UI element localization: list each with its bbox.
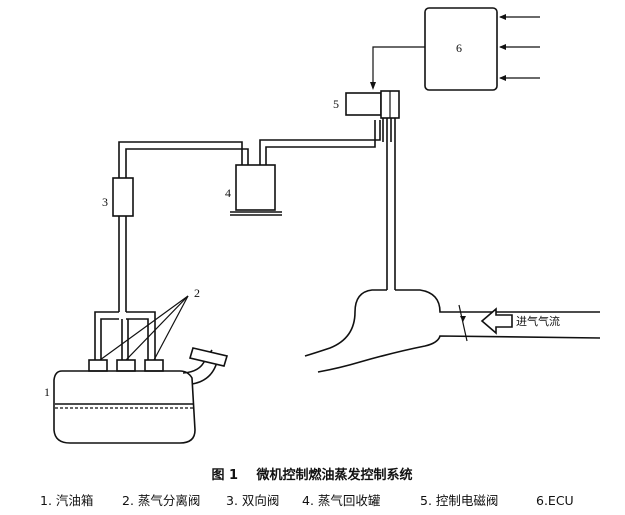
legend-item-1: 1. 汽油箱 <box>40 493 93 508</box>
legend-item-5: 5. 控制电磁阀 <box>420 493 498 508</box>
two-way-valve-number: 3 <box>102 195 108 209</box>
intake-flow-label: 进气气流 <box>516 314 560 328</box>
legend-item-4: 4. 蒸气回收罐 <box>302 493 381 508</box>
separator-number: 2 <box>194 286 200 300</box>
intake-flow-arrow <box>480 307 513 335</box>
fuel-tank <box>53 347 229 444</box>
legend: 1. 汽油箱 2. 蒸气分离阀 3. 双向阀 4. 蒸气回收罐 5. 控制电磁阀… <box>40 493 574 508</box>
separator-pipes <box>94 216 156 362</box>
ecu-number: 6 <box>456 41 462 55</box>
two-way-valve <box>112 177 134 217</box>
canister-number: 4 <box>225 186 231 200</box>
ecu-signal-line <box>370 46 425 90</box>
purge-line <box>382 118 396 290</box>
fuel-tank-number: 1 <box>44 385 50 399</box>
intake-manifold <box>304 289 601 373</box>
ecu-box <box>424 7 498 91</box>
separator-pointer-lines <box>99 295 189 361</box>
legend-item-6: 6.ECU <box>536 493 574 508</box>
legend-item-2: 2. 蒸气分离阀 <box>122 493 200 508</box>
vapor-canister <box>230 164 282 216</box>
ecu-input-arrows <box>499 14 540 81</box>
separator-valves <box>88 359 164 372</box>
figure-title: 微机控制燃油蒸发控制系统 <box>256 467 413 483</box>
legend-item-3: 3. 双向阀 <box>226 493 279 508</box>
vapor-pipes <box>118 120 381 178</box>
solenoid-valve <box>345 92 382 116</box>
solenoid-number: 5 <box>333 97 339 111</box>
figure-number: 图 1 <box>211 468 238 483</box>
figure-caption: 图 1 微机控制燃油蒸发控制系统 <box>211 467 412 483</box>
